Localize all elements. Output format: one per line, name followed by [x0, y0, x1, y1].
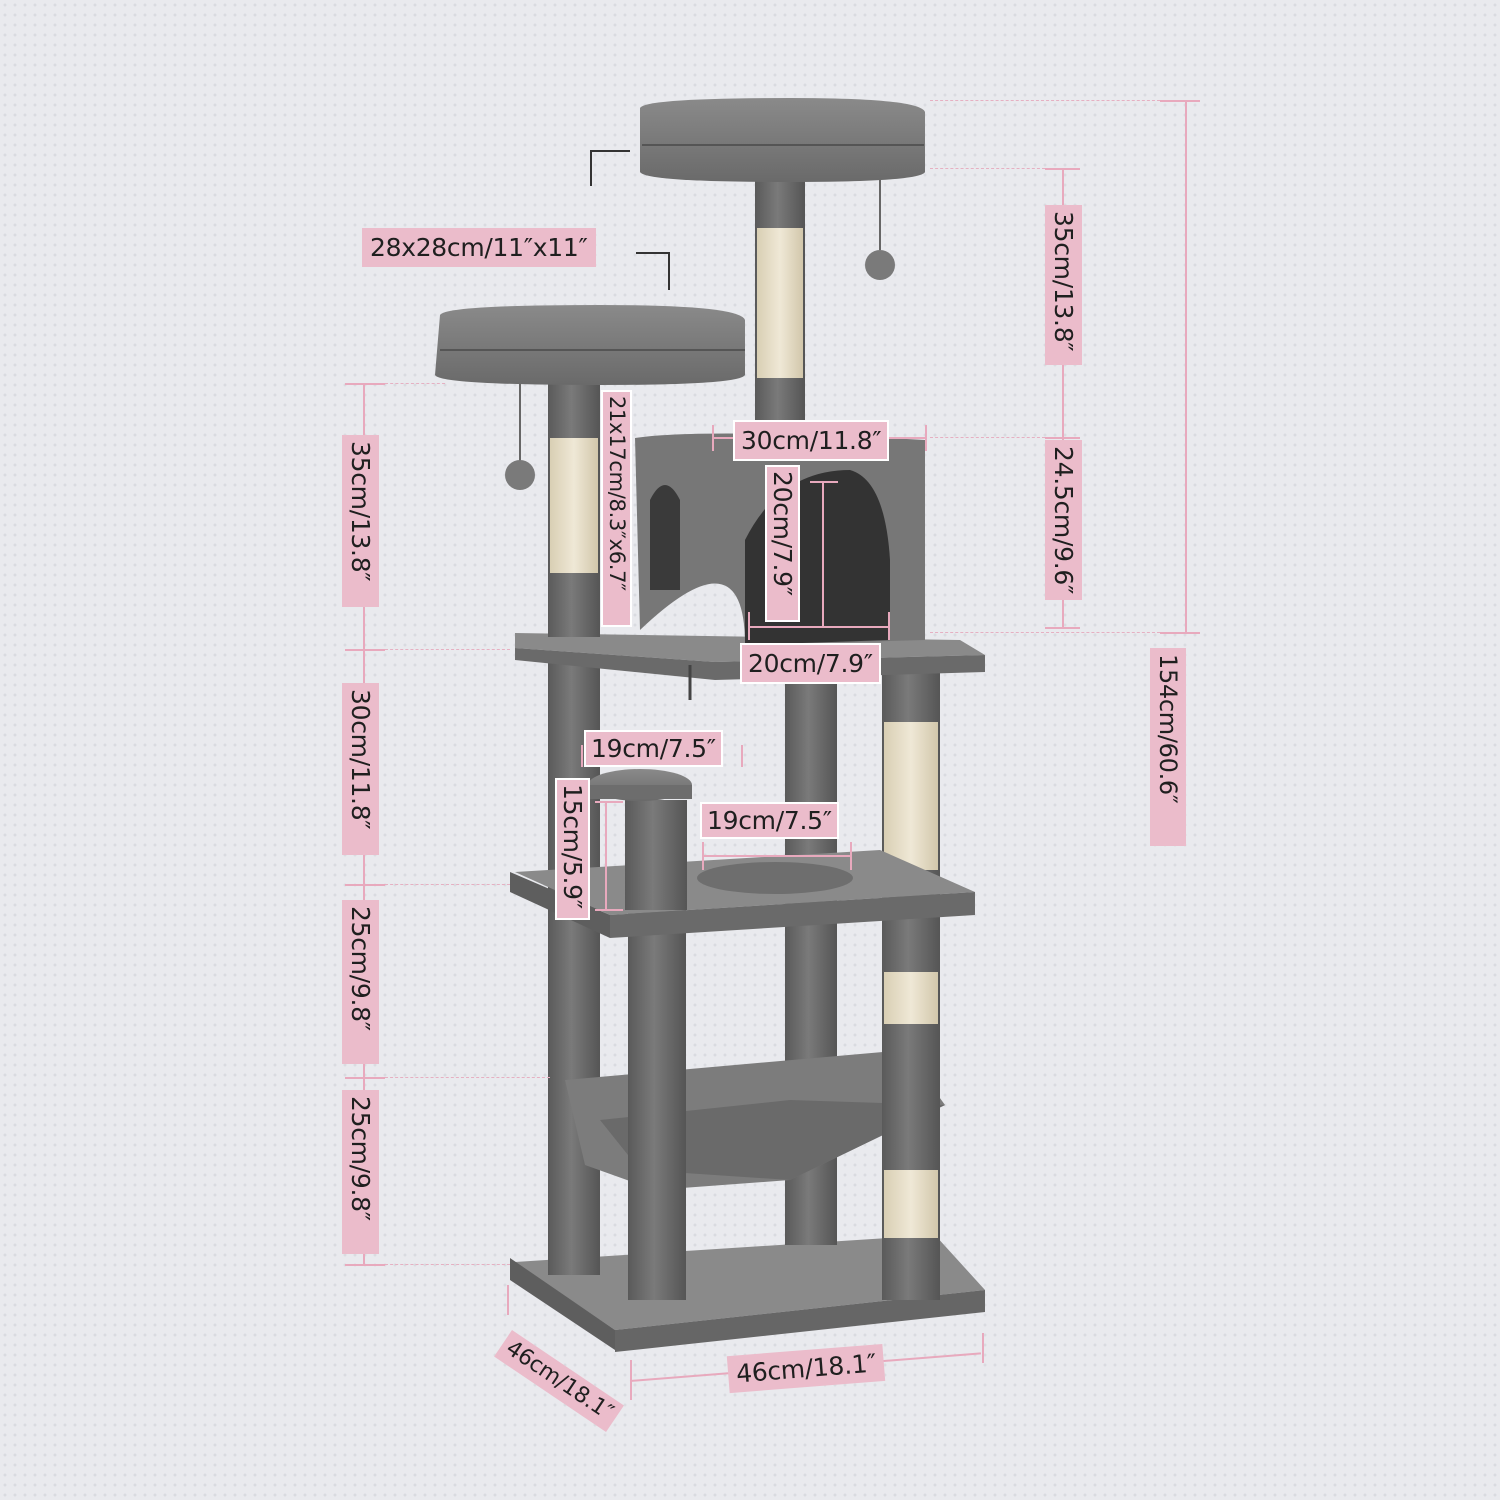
top-post-height-label: 35cm/13.8″	[1045, 205, 1082, 365]
bottom-level-height-label: 25cm/9.8″	[342, 1090, 379, 1254]
middle-level-height-label: 30cm/11.8″	[342, 683, 379, 855]
lower-level-height-label: 25cm/9.8″	[342, 900, 379, 1064]
total-height-line	[1185, 100, 1187, 632]
top-toy-ball	[865, 250, 895, 280]
top-perch-pad	[640, 98, 925, 182]
condo-width-label: 30cm/11.8″	[732, 420, 890, 461]
sisal-wrap-lower	[884, 1170, 938, 1238]
right-dim-line	[1062, 168, 1064, 628]
platform-hole	[697, 862, 853, 894]
left-perch-post-height-label: 35cm/13.8″	[342, 435, 379, 607]
left-perch-pad	[435, 305, 745, 385]
top-post-sisal	[757, 228, 803, 378]
front-left-post	[628, 905, 686, 1300]
left-post-sisal	[550, 438, 598, 573]
top-perch-arrow-icon	[590, 150, 630, 186]
small-perch-diameter-label: 19cm/7.5″	[584, 730, 723, 767]
condo-side-opening	[650, 485, 680, 590]
condo-side-opening-label: 21x17cm/8.3″x6.7″	[601, 390, 632, 627]
sisal-wrap-middle	[884, 972, 938, 1024]
condo-front-opening-height-label: 20cm/7.9″	[765, 465, 800, 622]
condo-height-label: 24.5cm/9.6″	[1045, 440, 1082, 600]
sisal-wrap-upper	[884, 722, 938, 870]
total-height-label: 154cm/60.6″	[1150, 648, 1186, 846]
top-perch-size-label: 28x28cm/11″x11″	[362, 228, 596, 267]
left-perch-arrow-icon	[636, 252, 670, 290]
small-perch-height-label: 15cm/5.9″	[555, 778, 590, 920]
platform-hole-diameter-label: 19cm/7.5″	[700, 802, 839, 839]
left-toy-ball	[505, 460, 535, 490]
small-perch-post	[625, 800, 687, 910]
condo-front-opening-width-label: 20cm/7.9″	[740, 643, 881, 684]
